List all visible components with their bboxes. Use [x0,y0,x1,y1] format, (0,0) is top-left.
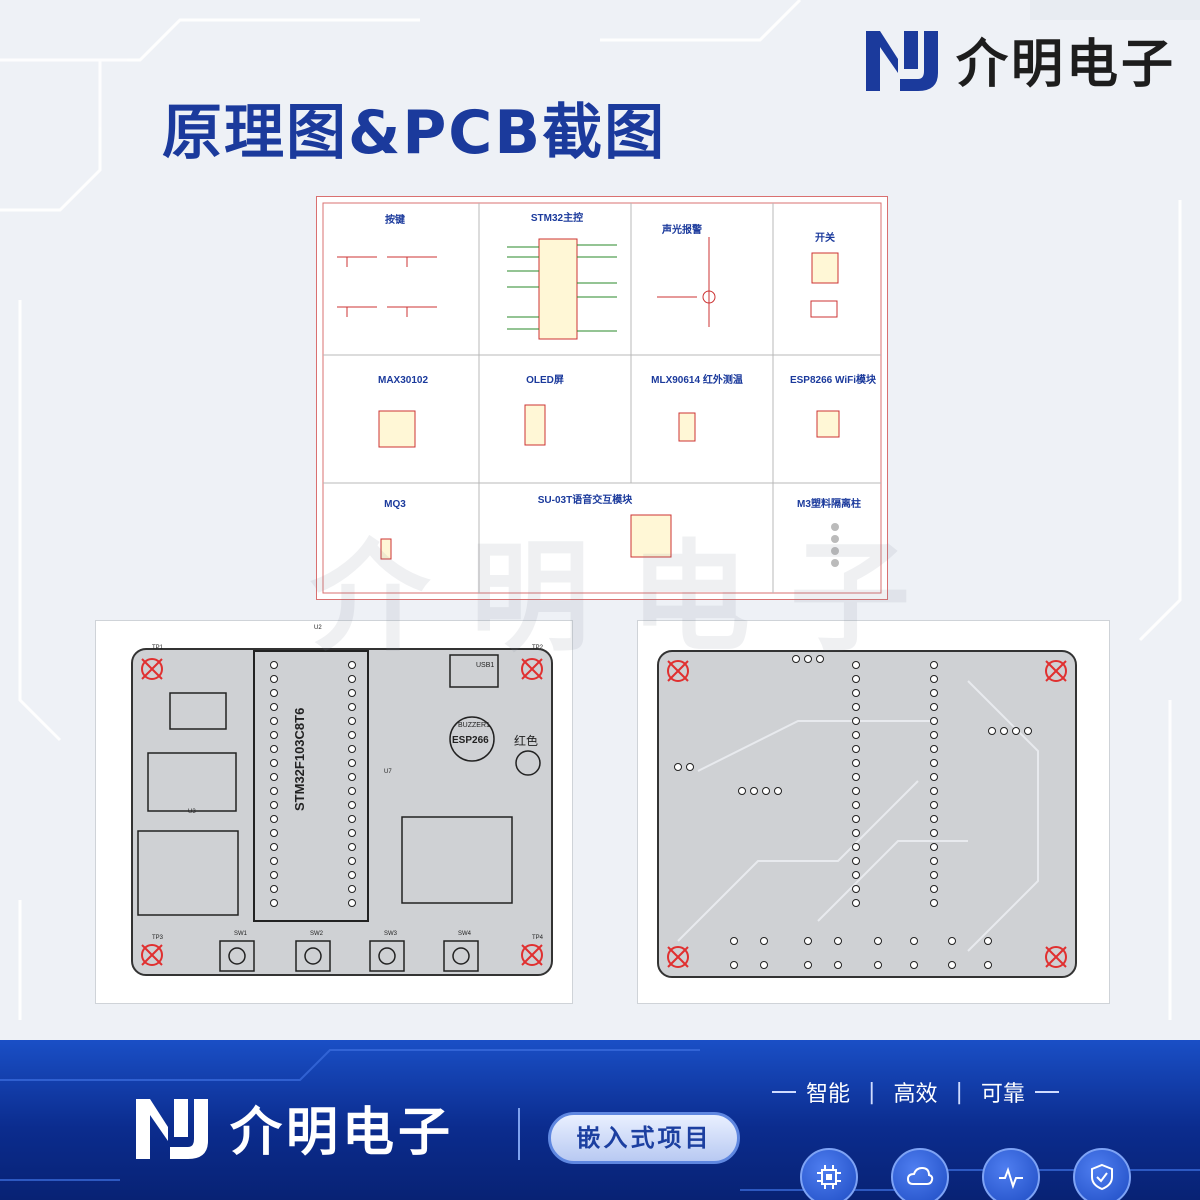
schematic-sheet: 按键 STM32主控 声光报警 开关 MAX30102 OLED屏 MLX906… [316,196,888,600]
standoff-group [831,523,839,567]
sw3-label: SW3 [384,931,398,937]
slogan-item-smart: 智能 [806,1082,851,1107]
mounting-holes [141,658,543,966]
footer-logo-icon [136,1098,208,1159]
footer-banner: 介明电子 嵌入式项目 智能 | 高效 | 可靠 [0,1040,1200,1200]
project-type-badge: 嵌入式项目 [548,1112,740,1164]
keys-schematic [337,256,437,317]
panel-title-max30102: MAX30102 [378,375,428,386]
brand-logo-icon [866,30,938,91]
pcb-top-layer: STM32F103C8T6 USB1 BUZZER1 ESP266 红色 SW1… [95,620,573,1004]
top-brand: 介明电子 [860,22,1176,97]
oled-chip [524,404,546,446]
tact-switches [219,940,479,972]
mlx-chip [678,412,696,442]
slogan-item-efficient: 高效 [893,1082,938,1107]
module-u4-outline [137,830,239,916]
sw1-label: SW1 [234,931,248,937]
shield-icon [1073,1148,1131,1200]
u7-label: U7 [384,769,392,775]
footer-brand: 介明电子 [130,1090,454,1165]
pulse-icon [982,1148,1040,1200]
panel-title-stm32: STM32主控 [531,211,583,224]
header-connector [169,692,227,730]
tp-label-2: TP2 [532,645,544,651]
led-outline [515,750,541,776]
bottom-pins [674,655,1032,969]
panel-title-su03t: SU-03T语音交互模块 [538,493,633,506]
sw2-label: SW2 [310,931,324,937]
brand-name: 介明电子 [956,35,1177,95]
module-u3-outline [147,752,237,812]
esp-label: ESP266 [452,735,489,746]
buzzer-outline [449,716,495,762]
tp-label-1: TP1 [152,645,164,651]
led-label: 红色 [514,733,538,748]
footer-brand-name: 介明电子 [230,1103,455,1163]
footer-slogan: 智能 | 高效 | 可靠 [762,1076,1069,1108]
usb-connector [449,654,499,688]
mcu-chip-label: STM32F103C8T6 [292,708,307,811]
stm32-schematic [507,238,617,340]
pcb-bottom-layer [637,620,1110,1004]
bottom-mounting-holes [667,660,1067,968]
alarm-schematic [657,237,716,327]
max30102-chip [378,410,416,448]
usb-label: USB1 [476,662,494,669]
chip-icon [800,1148,858,1200]
mcu-pins [270,661,356,907]
panel-title-mlx90614: MLX90614 红外测温 [651,373,743,386]
mcu-outline [253,650,369,922]
u3-label: U3 [188,809,196,815]
page-title: 原理图&PCB截图 [162,98,667,168]
sw4-label: SW4 [458,931,472,937]
slogan-item-reliable: 可靠 [980,1082,1025,1107]
voice-module-outline [401,816,513,904]
panel-title-standoff: M3塑料隔离柱 [797,497,861,510]
panel-title-alarm: 声光报警 [661,223,702,236]
u2-label: U2 [314,625,322,631]
panel-title-oled: OLED屏 [526,374,564,386]
panel-title-keys: 按键 [385,213,406,226]
bottom-traces [677,680,1039,952]
buzzer-label: BUZZER1 [458,722,490,729]
esp-chip [816,410,840,438]
tp-label-3: TP3 [152,935,164,941]
mq3-chip [380,538,392,560]
panel-title-mq3: MQ3 [384,499,406,510]
tp-label-4: TP4 [532,935,544,941]
su03t-chip [630,514,672,558]
footer-divider [518,1108,520,1160]
panel-title-switch: 开关 [815,231,835,244]
switch-schematic [810,252,839,318]
footer-icon-row [800,1148,1164,1200]
cloud-icon [891,1148,949,1200]
panel-title-esp8266: ESP8266 WiFi模块 [790,373,877,386]
